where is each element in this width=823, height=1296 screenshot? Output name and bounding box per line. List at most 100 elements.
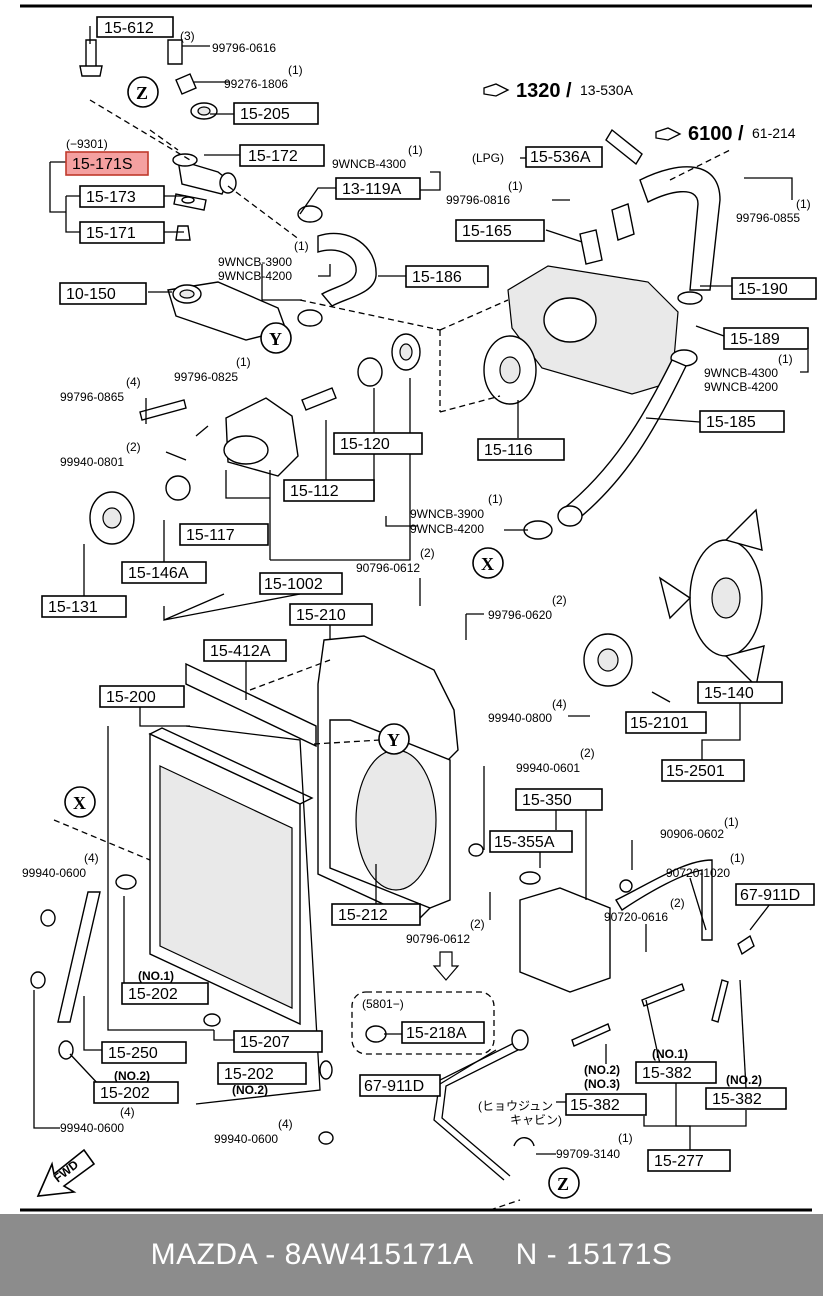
part-label-15-190[interactable]: 15-190 xyxy=(731,277,817,300)
part-label-15-250[interactable]: 15-250 xyxy=(101,1041,187,1064)
position-label: (NO.1) xyxy=(138,969,174,983)
svg-text:15-140: 15-140 xyxy=(704,685,754,702)
nut-number[interactable]: 99940-0801 xyxy=(60,455,124,469)
nut-number[interactable]: 99940-0600 xyxy=(60,1121,124,1135)
bolt-number[interactable]: 90796-0612 xyxy=(406,932,470,946)
svg-text:15-2101: 15-2101 xyxy=(630,715,689,732)
fan-shroud-drawing xyxy=(185,635,459,921)
svg-text:15-146A: 15-146A xyxy=(128,565,189,582)
part-label-15-146a[interactable]: 15-146A xyxy=(121,561,207,584)
bolt-number[interactable]: 90720-0616 xyxy=(604,910,668,924)
svg-text:X: X xyxy=(481,554,494,574)
clamp-number[interactable]: 9WNCB-4200 xyxy=(218,269,292,283)
part-label-15-218a[interactable]: 15-218A xyxy=(401,1021,485,1044)
clip-number[interactable]: 99276-1806 xyxy=(224,77,288,91)
bolt-number[interactable]: 99796-0816 xyxy=(446,193,510,207)
clamp-number[interactable]: 9WNCB-4300 xyxy=(332,157,406,171)
bolt-number[interactable]: 99796-0855 xyxy=(736,211,800,225)
part-label-15-202-no2-left[interactable]: 15-202 xyxy=(93,1081,179,1104)
svg-text:15-382: 15-382 xyxy=(642,1065,692,1082)
clamp-number[interactable]: 9WNCB-4200 xyxy=(704,380,778,394)
position-label: (NO.2) xyxy=(726,1073,762,1087)
part-label-15-131[interactable]: 15-131 xyxy=(41,595,127,618)
part-label-15-207[interactable]: 15-207 xyxy=(233,1030,323,1053)
part-label-15-1002[interactable]: 15-1002 xyxy=(259,572,343,595)
part-label-15-2101[interactable]: 15-2101 xyxy=(625,711,707,734)
svg-text:15-382: 15-382 xyxy=(570,1097,620,1114)
nut-number[interactable]: 99940-0600 xyxy=(22,866,86,880)
nut-number[interactable]: 99940-0800 xyxy=(488,711,552,725)
part-label-15-189[interactable]: 15-189 xyxy=(723,327,809,350)
part-label-15-2501[interactable]: 15-2501 xyxy=(661,759,745,782)
part-label-15-536a[interactable]: 15-536A xyxy=(525,146,603,168)
svg-text:15-116: 15-116 xyxy=(484,442,533,459)
part-label-15-186[interactable]: 15-186 xyxy=(405,265,489,288)
part-label-15-185[interactable]: 15-185 xyxy=(699,410,785,433)
position-label: (NO.2) xyxy=(584,1063,620,1077)
part-label-15-200[interactable]: 15-200 xyxy=(99,685,185,708)
bolt-number[interactable]: 90720-1020 xyxy=(666,866,730,880)
bolt-number[interactable]: 99796-0825 xyxy=(174,370,238,384)
svg-text:15-190: 15-190 xyxy=(738,281,788,298)
part-label-15-205[interactable]: 15-205 xyxy=(233,102,319,125)
svg-text:1320: 1320 xyxy=(516,80,561,102)
bolt-number[interactable]: 99796-0616 xyxy=(212,41,276,55)
part-label-15-412a[interactable]: 15-412A xyxy=(203,639,287,662)
part-label-15-112[interactable]: 15-112 xyxy=(283,479,375,502)
clip-number[interactable]: 99709-3140 xyxy=(556,1147,620,1161)
svg-text:/: / xyxy=(566,80,572,102)
bolt-number[interactable]: 90796-0612 xyxy=(356,561,420,575)
part-label-10-150[interactable]: 10-150 xyxy=(59,282,147,305)
down-arrow-icon xyxy=(432,951,460,981)
part-label-15-202-no1[interactable]: 15-202 xyxy=(121,982,209,1005)
connector-x-right: X xyxy=(472,547,504,579)
part-label-15-382-cabin[interactable]: 15-382 xyxy=(565,1093,647,1116)
nut-number[interactable]: 99940-0601 xyxy=(516,761,580,775)
svg-text:61-214: 61-214 xyxy=(752,125,796,141)
clamp-number[interactable]: 9WNCB-3900 xyxy=(218,255,292,269)
part-label-15-350[interactable]: 15-350 xyxy=(515,788,603,811)
clamp-number[interactable]: 9WNCB-4200 xyxy=(410,522,484,536)
bolt-number[interactable]: 99796-0865 xyxy=(60,390,124,404)
part-label-67-911d-right[interactable]: 67-911D xyxy=(735,883,815,906)
reference-6100[interactable]: 6100 / 61-214 xyxy=(655,123,796,145)
bolt-number[interactable]: 99796-0620 xyxy=(488,608,552,622)
svg-text:15-120: 15-120 xyxy=(340,436,390,453)
reference-1320[interactable]: 1320 / 13-530A xyxy=(483,80,634,102)
clamp-number[interactable]: 9WNCB-3900 xyxy=(410,507,484,521)
part-label-15-202-no2-right[interactable]: 15-202 xyxy=(217,1062,307,1085)
part-label-15-212[interactable]: 15-212 xyxy=(331,903,421,926)
part-label-15-120[interactable]: 15-120 xyxy=(333,432,423,455)
svg-text:15-117: 15-117 xyxy=(186,527,235,544)
part-label-15-171[interactable]: 15-171 xyxy=(79,221,165,244)
parts-diagram: 15-612 15-205 15-172 15-171S 15-173 15-1… xyxy=(20,4,817,1212)
engine-block-drawing xyxy=(483,265,679,405)
part-label-15-277[interactable]: 15-277 xyxy=(647,1149,731,1172)
part-label-15-171s-highlighted[interactable]: 15-171S xyxy=(65,151,149,176)
part-label-13-119a[interactable]: 13-119A xyxy=(335,177,421,200)
bypass-pipe-drawing xyxy=(579,128,721,305)
part-label-67-911d-left[interactable]: 67-911D xyxy=(359,1074,441,1097)
overflow-hose-drawing xyxy=(365,934,755,1181)
lower-hose-drawing xyxy=(523,349,698,540)
clamp-number[interactable]: 9WNCB-4300 xyxy=(704,366,778,380)
svg-text:15-202: 15-202 xyxy=(224,1066,274,1083)
vehicle-part-number: MAZDA - 8AW415171A xyxy=(150,1238,474,1271)
part-label-15-117[interactable]: 15-117 xyxy=(179,523,269,546)
part-label-15-140[interactable]: 15-140 xyxy=(697,681,783,704)
part-label-15-382-no2-no3[interactable]: 15-382 xyxy=(635,1061,717,1084)
part-label-15-612[interactable]: 15-612 xyxy=(96,16,174,38)
svg-text:15-200: 15-200 xyxy=(106,689,156,706)
screw-number[interactable]: 90906-0602 xyxy=(660,827,724,841)
svg-text:13-530A: 13-530A xyxy=(580,82,634,98)
svg-text:15-355A: 15-355A xyxy=(494,834,555,851)
part-label-15-116[interactable]: 15-116 xyxy=(477,438,565,461)
part-label-15-165[interactable]: 15-165 xyxy=(455,219,545,242)
part-label-15-210[interactable]: 15-210 xyxy=(289,603,373,626)
qty-label: (1) xyxy=(618,1131,633,1145)
part-label-15-173[interactable]: 15-173 xyxy=(79,185,165,208)
part-label-15-382-no2-right[interactable]: 15-382 xyxy=(705,1087,787,1110)
part-label-15-355a[interactable]: 15-355A xyxy=(489,830,573,853)
part-label-15-172[interactable]: 15-172 xyxy=(239,144,325,167)
nut-number[interactable]: 99940-0600 xyxy=(214,1132,278,1146)
